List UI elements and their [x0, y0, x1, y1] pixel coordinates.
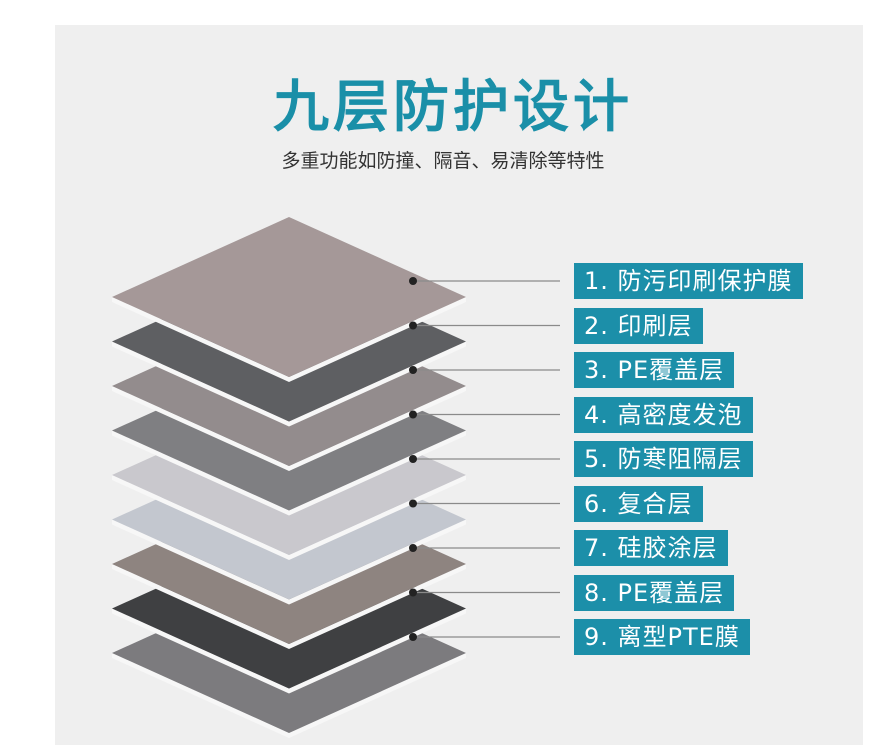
page-title: 九层防护设计: [273, 75, 633, 140]
layer-label-9: 9. 离型PTE膜: [574, 619, 750, 655]
layer-label-4: 4. 高密度发泡: [574, 396, 753, 433]
leader-dot-8: [409, 588, 417, 597]
layer-1-surface: [112, 217, 466, 377]
layer-1: [112, 217, 466, 382]
leader-dot-3: [409, 366, 417, 374]
leader-dot-1: [409, 277, 417, 285]
leader-dot-4: [409, 410, 417, 419]
layer-label-7: 7. 硅胶涂层: [574, 530, 728, 566]
layer-label-5: 5. 防寒阻隔层: [574, 441, 753, 477]
layer-label-6: 6. 复合层: [574, 485, 703, 522]
leader-dot-5: [409, 455, 417, 463]
layer-label-2: 2. 印刷层: [574, 307, 703, 344]
leader-dot-9: [409, 633, 417, 641]
leader-dot-7: [409, 544, 417, 552]
layer-label-8: 8. PE覆盖层: [574, 574, 735, 611]
leader-dot-6: [409, 499, 417, 508]
leader-dot-2: [409, 321, 417, 330]
page-subtitle: 多重功能如防撞、隔音、易清除等特性: [281, 150, 605, 172]
layer-label-3: 3. PE覆盖层: [574, 352, 735, 388]
layer-label-1: 1. 防污印刷保护膜: [574, 263, 803, 299]
